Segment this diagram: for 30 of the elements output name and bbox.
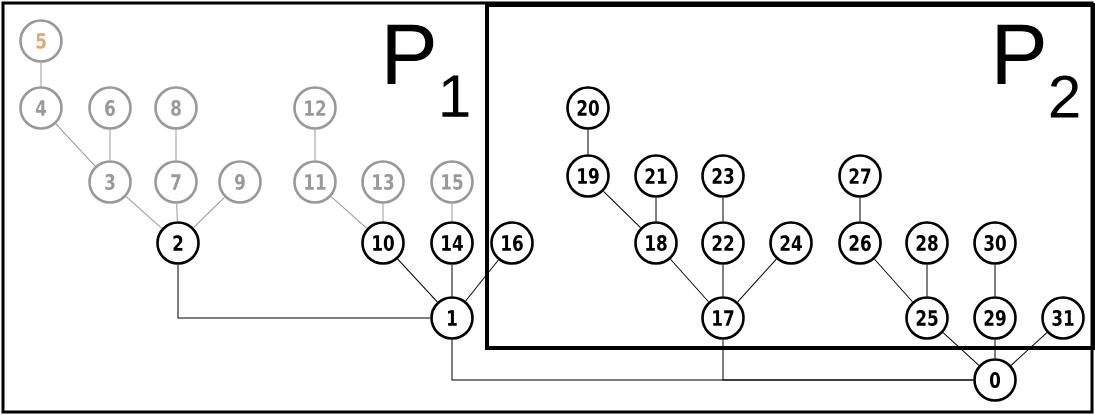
tree-edge	[737, 258, 777, 303]
tree-edge	[109, 129, 111, 161]
tree-edge	[451, 264, 453, 297]
tree-edge	[670, 258, 709, 303]
tree-edge	[465, 259, 499, 302]
tree-edge	[942, 332, 980, 366]
tree-edge	[125, 196, 163, 229]
tree-edge	[603, 190, 641, 229]
tree-edge	[177, 264, 431, 319]
tree-edge	[587, 129, 589, 155]
tree-edge	[1010, 332, 1048, 366]
tree-edge	[397, 258, 438, 303]
tree-edge	[193, 196, 225, 229]
tree-edge	[40, 62, 42, 87]
tree-edge	[55, 123, 96, 167]
tree-edge	[994, 339, 996, 359]
tree-edge	[451, 203, 453, 222]
tree-edge	[722, 339, 974, 381]
tree-edge	[382, 203, 384, 222]
tree-edge	[722, 264, 724, 297]
tree-edge	[926, 264, 928, 297]
tree-edge	[176, 203, 178, 222]
tree-edge	[175, 129, 177, 161]
tree-edge	[722, 197, 724, 222]
tree-edge	[314, 129, 316, 161]
tree-edge	[874, 258, 913, 303]
tree-edge	[655, 197, 657, 222]
tree-edge	[859, 197, 861, 222]
tree-edge	[994, 264, 996, 297]
tree-edge	[330, 196, 368, 229]
